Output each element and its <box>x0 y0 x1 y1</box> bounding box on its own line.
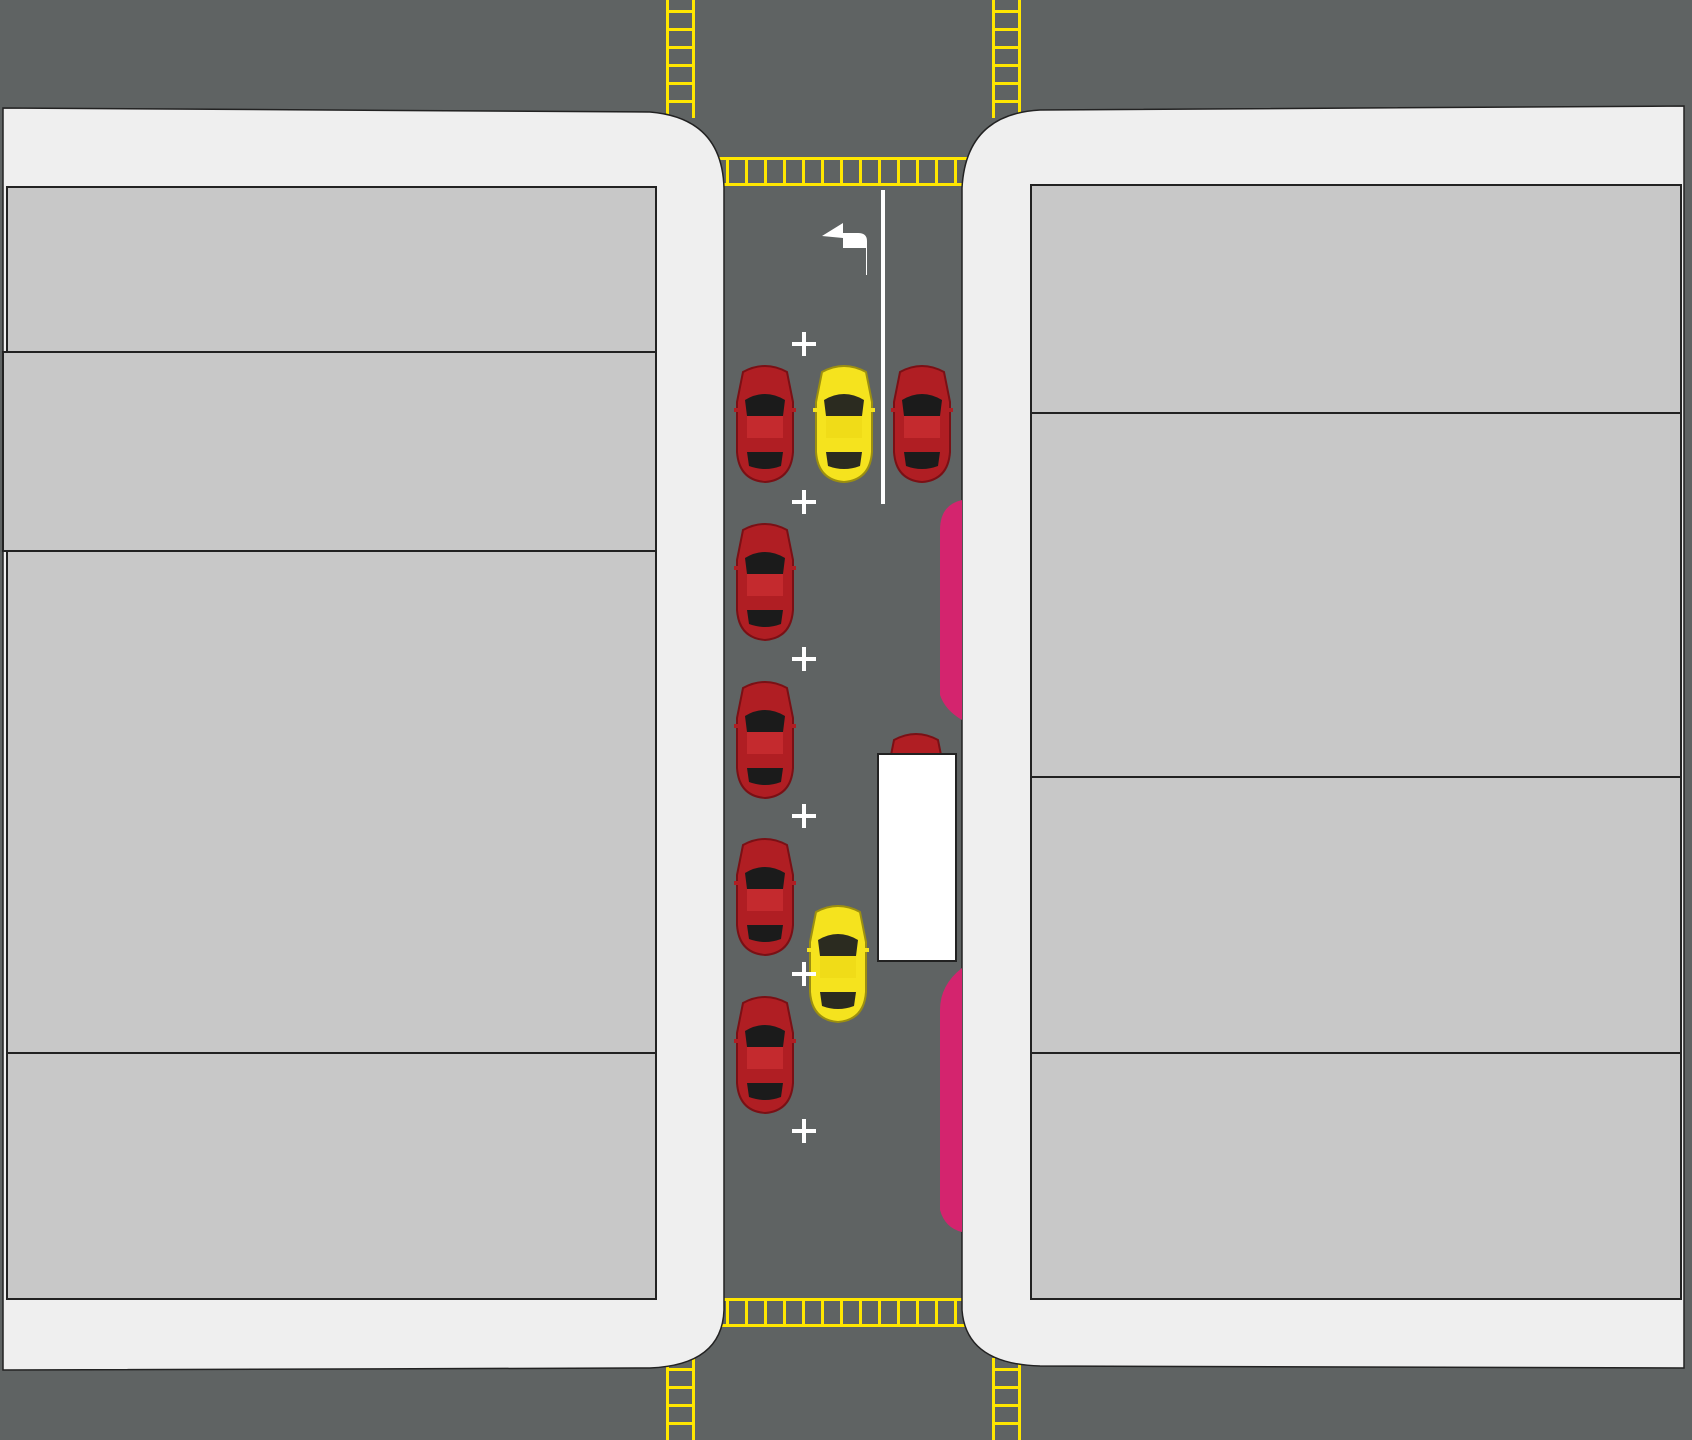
crosswalk-rung <box>954 1298 957 1327</box>
crosswalk-rung <box>859 1298 862 1327</box>
crosswalk-rung <box>745 157 748 186</box>
car-red <box>733 681 797 799</box>
crosswalk-rung <box>802 157 805 186</box>
crosswalk-rung <box>840 1298 843 1327</box>
crosswalk-rung <box>764 157 767 186</box>
crosswalk-rung <box>666 1368 695 1371</box>
crosswalk-rung <box>992 1368 1021 1371</box>
crosswalk-rung <box>666 82 695 85</box>
crosswalk-rung <box>764 1298 767 1327</box>
crosswalk-rung <box>783 1298 786 1327</box>
car-red <box>733 996 797 1114</box>
crosswalk-rung <box>726 1298 729 1327</box>
crosswalk-rung <box>992 46 1021 49</box>
crosswalk-rung <box>878 157 881 186</box>
crosswalk-rung <box>840 157 843 186</box>
crosswalk-rung <box>992 82 1021 85</box>
left-lot-4 <box>6 1052 657 1300</box>
car-red <box>733 365 797 483</box>
crosswalk-rail <box>666 1358 669 1440</box>
crosswalk-rung <box>821 1298 824 1327</box>
crosswalk-rung <box>992 1422 1021 1425</box>
bike-lane-upper <box>940 500 962 720</box>
crosswalk-rung <box>916 157 919 186</box>
car-yellow <box>812 365 876 483</box>
right-city-block <box>1030 184 1682 1300</box>
crosswalk-rung <box>992 100 1021 103</box>
crosswalk-rung <box>992 28 1021 31</box>
crosswalk-rail <box>666 0 669 118</box>
crosswalk-rail <box>692 0 695 118</box>
right-lot-1 <box>1030 184 1682 414</box>
crosswalk-top-right <box>992 0 1021 118</box>
crosswalk-rung <box>897 1298 900 1327</box>
crosswalk-rung <box>666 10 695 13</box>
crosswalk-rung <box>992 64 1021 67</box>
crosswalk-rail <box>692 1358 695 1440</box>
crosswalk-rung <box>992 10 1021 13</box>
crosswalk-bottom-right <box>992 1358 1021 1440</box>
car-red <box>890 365 954 483</box>
crosswalk-rung <box>666 28 695 31</box>
car-yellow <box>806 905 870 1023</box>
crosswalk-rung <box>666 1386 695 1389</box>
crosswalk-rung <box>878 1298 881 1327</box>
crosswalk-rung <box>783 157 786 186</box>
crosswalk-rung <box>897 157 900 186</box>
crosswalk-rung <box>666 64 695 67</box>
car-red <box>733 523 797 641</box>
crosswalk-rail <box>992 1358 995 1440</box>
left-lot-1 <box>6 186 657 353</box>
lane-divider-line <box>881 190 885 504</box>
delivery-truck <box>877 753 957 962</box>
crosswalk-rung <box>935 157 938 186</box>
crosswalk-rung <box>859 157 862 186</box>
crosswalk-rung <box>992 1386 1021 1389</box>
left-turn-arrow-icon <box>822 223 867 275</box>
crosswalk-rung <box>916 1298 919 1327</box>
car-red <box>733 838 797 956</box>
right-lot-3 <box>1030 776 1682 1054</box>
crosswalk-rung <box>821 157 824 186</box>
crosswalk-rail <box>1018 0 1021 118</box>
crosswalk-rung <box>666 1404 695 1407</box>
crosswalk-south <box>716 1298 970 1327</box>
bike-lane-lower <box>940 968 962 1232</box>
crosswalk-bottom-left <box>666 1358 695 1440</box>
left-city-block <box>2 186 657 1300</box>
crosswalk-rung <box>726 157 729 186</box>
crosswalk-rung <box>802 1298 805 1327</box>
crosswalk-rung <box>745 1298 748 1327</box>
left-lot-2 <box>2 351 657 552</box>
crosswalk-rung <box>666 46 695 49</box>
crosswalk-rung <box>666 1422 695 1425</box>
right-lot-4 <box>1030 1052 1682 1300</box>
crosswalk-top-left <box>666 0 695 118</box>
left-lot-3 <box>6 550 657 1054</box>
crosswalk-rail <box>1018 1358 1021 1440</box>
crosswalk-rung <box>954 157 957 186</box>
crosswalk-rail <box>992 0 995 118</box>
crosswalk-rung <box>992 1404 1021 1407</box>
crosswalk-rung <box>935 1298 938 1327</box>
crosswalk-rung <box>666 100 695 103</box>
right-lot-2 <box>1030 412 1682 778</box>
crosswalk-north <box>716 157 970 186</box>
